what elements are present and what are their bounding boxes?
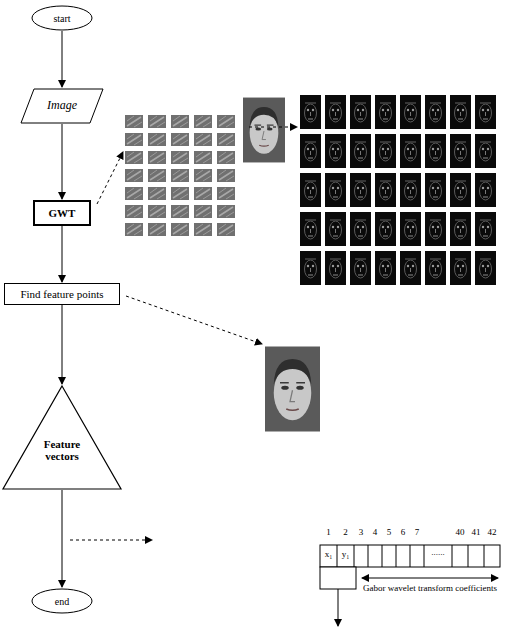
cell-text: x₁ <box>325 550 333 560</box>
index-number: 41 <box>472 528 481 538</box>
process-box: GWT <box>33 200 91 226</box>
index-number: 1 <box>326 528 331 538</box>
index-number: 3 <box>359 528 364 538</box>
index-number: 4 <box>373 528 378 538</box>
node-label: end <box>55 596 69 607</box>
face-feature-image <box>265 347 320 432</box>
cell-text: y₁ <box>342 550 350 560</box>
flow-arrow <box>62 124 63 199</box>
node-outline <box>2 385 122 490</box>
index-number: 42 <box>488 528 497 538</box>
ellipsis-text: ...... <box>431 548 445 558</box>
filtered-face-grid <box>300 95 496 285</box>
process-box: Find feature points <box>4 283 120 305</box>
index-number: 2 <box>343 528 348 538</box>
flow-arrow <box>62 490 63 587</box>
input-parallelogram: Image <box>20 88 104 124</box>
node-label: GWT <box>49 207 76 219</box>
index-number: 5 <box>387 528 392 538</box>
node-label: Feature vectors <box>31 438 93 462</box>
face-image <box>243 98 285 163</box>
gabor-filter-bank <box>125 115 235 236</box>
flow-arrow <box>62 305 63 384</box>
data-triangle: Feature vectors <box>2 385 122 490</box>
index-number: 40 <box>456 528 465 538</box>
feature-vector-box <box>320 545 500 626</box>
flow-arrow <box>62 226 63 282</box>
index-number: 6 <box>401 528 406 538</box>
annotation-text: Gabor wavelet transform coefficients <box>363 584 497 594</box>
end-terminal: end <box>31 588 93 614</box>
node-label: Image <box>47 99 77 112</box>
flow-arrow <box>62 31 63 87</box>
index-number: 7 <box>415 528 420 538</box>
node-label: start <box>53 13 70 24</box>
node-label: Find feature points <box>20 288 103 300</box>
start-terminal: start <box>31 5 93 31</box>
